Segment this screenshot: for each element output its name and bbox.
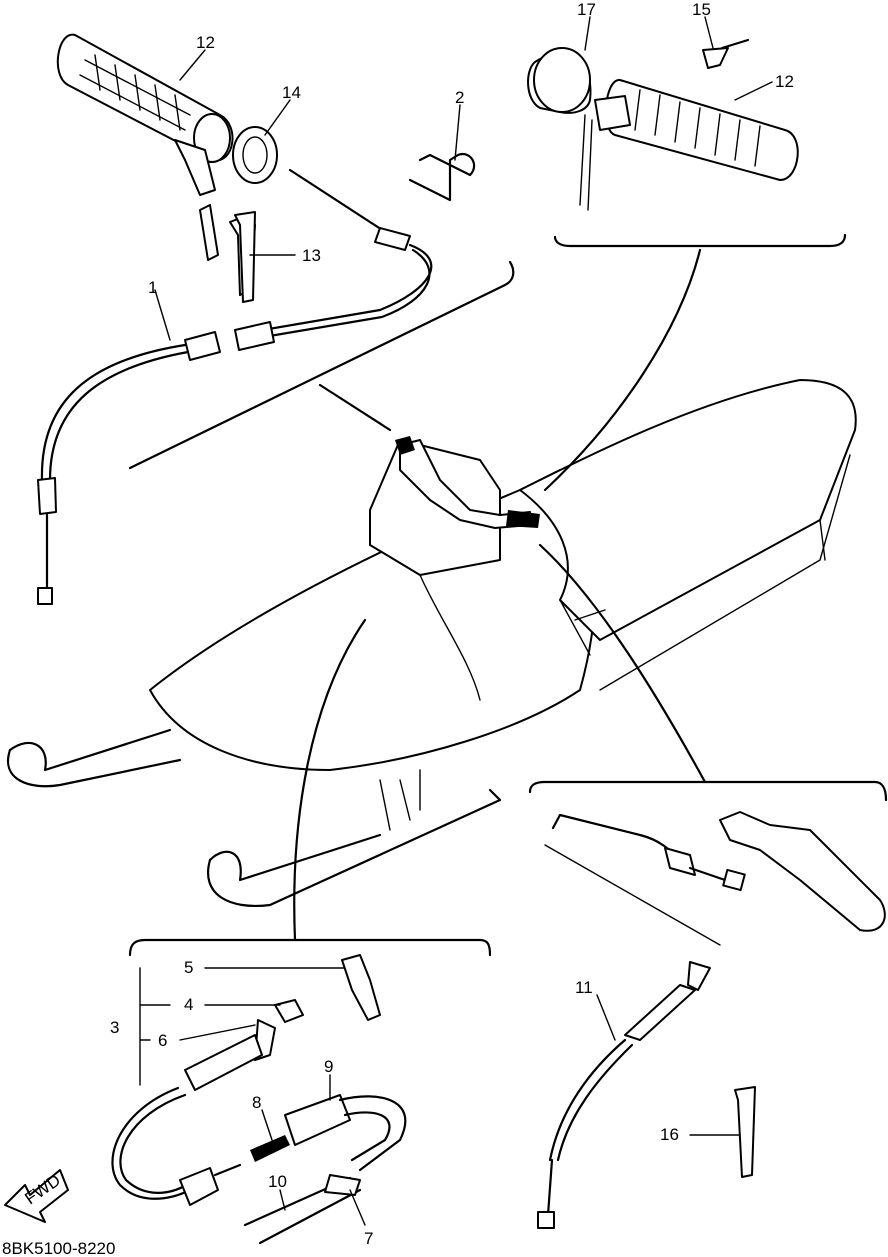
choke-assembly — [111, 954, 407, 1245]
callout-11: 11 — [575, 978, 593, 997]
callout-10: 10 — [268, 1172, 287, 1191]
callout-9: 9 — [324, 1057, 333, 1076]
callout-12-left: 12 — [196, 33, 215, 52]
part-13-cable-tie — [234, 211, 256, 303]
callout-2: 2 — [455, 88, 464, 107]
left-grip-assembly — [56, 33, 256, 296]
brake-lever-assembly — [551, 811, 886, 932]
part-14-ring — [232, 126, 278, 184]
part-number-label: 8BK5100-8220 — [2, 1239, 115, 1257]
callout-leaders — [139, 16, 773, 1226]
part-15-bolt — [702, 38, 750, 69]
callout-8: 8 — [252, 1093, 261, 1112]
callout-7: 7 — [364, 1229, 373, 1248]
callout-15: 15 — [692, 0, 711, 19]
callout-4: 4 — [184, 995, 193, 1014]
callout-13: 13 — [302, 246, 321, 265]
handlebar-hub — [395, 436, 540, 529]
callout-14: 14 — [282, 83, 301, 102]
leader-lines — [128, 233, 888, 957]
right-grip-assembly — [527, 47, 799, 211]
part-2-clip — [408, 152, 476, 202]
callout-6: 6 — [158, 1031, 167, 1050]
part-11-brake-cable — [537, 844, 721, 1229]
part-16-cable-tie — [734, 1086, 756, 1178]
snowmobile-body — [7, 379, 857, 907]
callout-numbers: 12 14 2 17 15 12 13 1 5 4 3 6 9 8 10 7 1… — [110, 0, 794, 1248]
fwd-arrow-icon: FWD — [4, 1169, 69, 1223]
callout-5: 5 — [184, 958, 193, 977]
part-1-throttle-cable — [37, 168, 433, 605]
callout-16: 16 — [660, 1125, 679, 1144]
callout-3: 3 — [110, 1018, 119, 1037]
callout-17: 17 — [577, 0, 596, 19]
callout-1: 1 — [148, 278, 157, 297]
callout-12-right: 12 — [775, 72, 794, 91]
